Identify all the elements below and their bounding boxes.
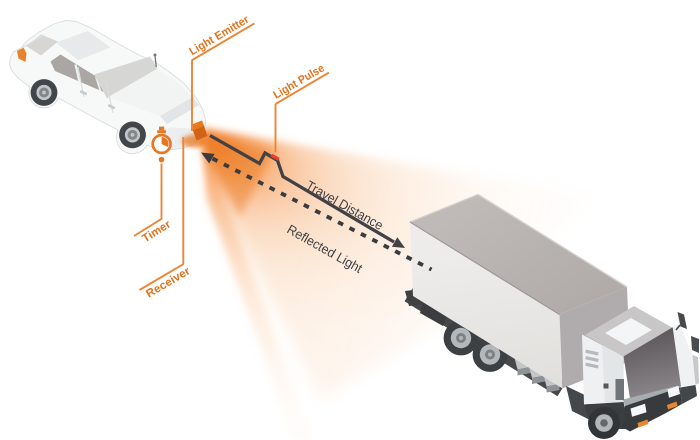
svg-text:Light Pulse: Light Pulse	[271, 62, 326, 101]
svg-text:Light Emitter: Light Emitter	[187, 14, 251, 59]
